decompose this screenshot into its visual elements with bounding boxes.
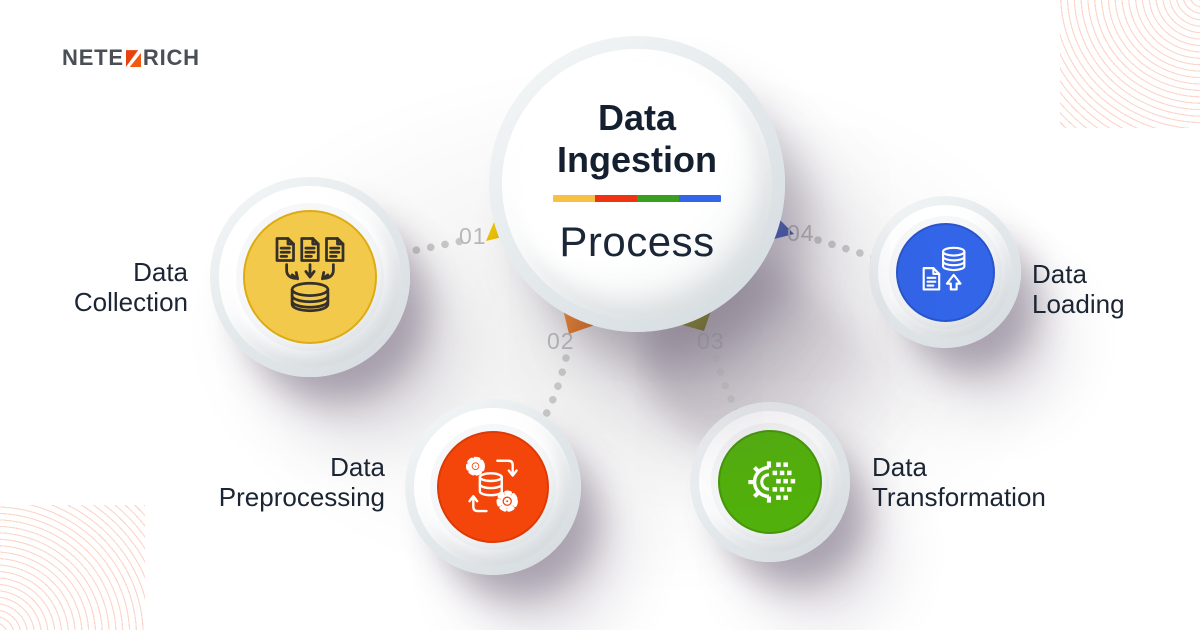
step-circle-transformation xyxy=(690,402,850,562)
step-label-loading: Data Loading xyxy=(1032,259,1192,319)
document-upload-to-database-icon xyxy=(922,246,966,291)
collection-disc xyxy=(243,210,377,344)
documents-to-database-icon xyxy=(275,237,345,313)
step-circle-collection xyxy=(210,177,410,377)
step-number-02: 02 xyxy=(547,328,575,354)
label-line: Data xyxy=(872,452,927,482)
corner-decoration-top-right xyxy=(1060,0,1200,128)
netenrich-logo: NETE RICH xyxy=(62,45,200,71)
divider-segment-green xyxy=(637,195,679,203)
logo-n-icon xyxy=(125,49,141,67)
step-number-03: 03 xyxy=(697,328,725,354)
divider-segment-red xyxy=(595,195,637,203)
database-gears-sync-icon xyxy=(465,456,518,513)
gear-to-pixels-icon xyxy=(748,461,796,503)
logo-text-prefix: NETE xyxy=(62,45,124,70)
label-line: Data xyxy=(330,452,385,482)
step-label-transformation: Data Transformation xyxy=(872,452,1112,512)
central-circle-face: Data Ingestion Process xyxy=(502,49,772,319)
step-number-01: 01 xyxy=(459,223,487,249)
label-line: Data xyxy=(1032,259,1087,289)
preprocessing-disc xyxy=(437,431,549,543)
dotted-connector-04 xyxy=(814,236,880,262)
diagram-title-line1: Data xyxy=(597,97,677,138)
label-line: Collection xyxy=(73,287,188,317)
step-circle-preprocessing xyxy=(405,399,581,575)
corner-decoration-bottom-left xyxy=(0,505,145,630)
color-divider xyxy=(553,195,721,203)
step-label-collection: Data Collection xyxy=(18,257,188,317)
label-line: Data xyxy=(133,257,188,287)
logo-text-suffix: RICH xyxy=(142,45,200,70)
diagram-title: Data Ingestion xyxy=(557,97,717,181)
diagram-subtitle: Process xyxy=(559,218,715,266)
transformation-disc xyxy=(718,430,822,534)
step-circle-loading xyxy=(869,196,1021,348)
divider-segment-yellow xyxy=(553,195,595,203)
diagram-title-line2: Ingestion xyxy=(557,139,717,181)
loading-disc xyxy=(895,222,995,322)
dotted-connector-01 xyxy=(398,237,466,257)
label-line: Preprocessing xyxy=(218,482,385,512)
label-line: Transformation xyxy=(872,482,1046,512)
step-number-04: 04 xyxy=(787,220,815,246)
label-line: Loading xyxy=(1032,289,1125,319)
step-label-preprocessing: Data Preprocessing xyxy=(165,452,385,512)
central-circle: Data Ingestion Process xyxy=(489,36,785,332)
divider-segment-blue xyxy=(679,195,721,203)
